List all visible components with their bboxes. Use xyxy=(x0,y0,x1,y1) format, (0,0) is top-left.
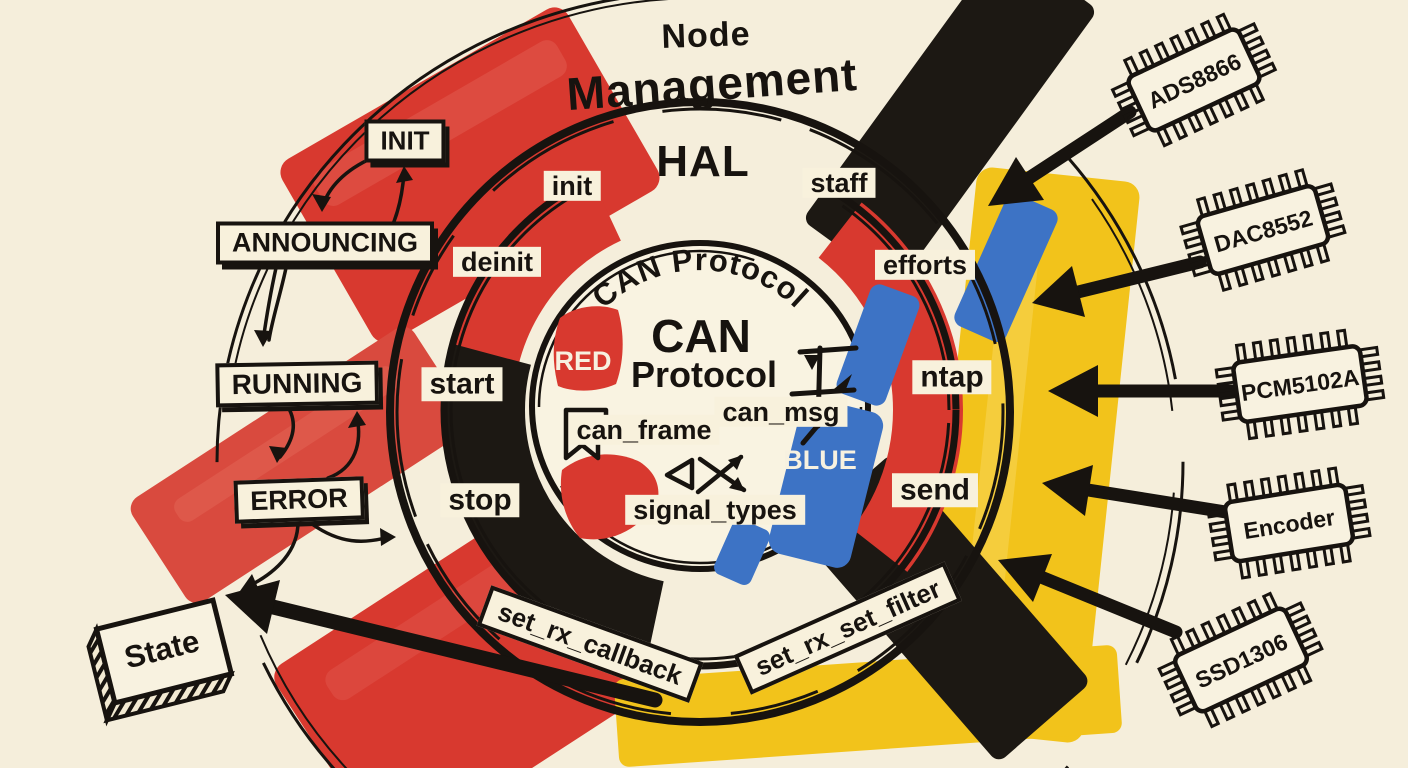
hal-fn-send: send xyxy=(891,473,979,507)
arrow-dac8552 xyxy=(1071,255,1207,299)
can-msg-label: can_msg xyxy=(714,396,848,428)
blue-signal-label: BLUE xyxy=(783,444,857,475)
hal-fn-stop: stop xyxy=(440,483,520,517)
state-running-box: RUNNING xyxy=(215,360,379,408)
hal-fn-staff: staff xyxy=(802,167,876,199)
red-ring-arc-right xyxy=(437,147,963,673)
hal-fn-ntap: ntap xyxy=(912,360,992,394)
state-init-box: INIT xyxy=(364,119,446,163)
protocol-center-line1: CAN xyxy=(651,309,751,362)
outer-sketch-circle xyxy=(215,0,1185,768)
hal-ring-label: HAL xyxy=(656,137,750,186)
arrow-to-state xyxy=(265,599,663,708)
state-box-shape xyxy=(86,597,235,727)
black-patch-top-right xyxy=(805,0,1095,285)
blue-stroke-lower xyxy=(768,398,884,568)
red-blob-upper xyxy=(553,306,623,391)
arrow-ads8866 xyxy=(1019,105,1137,187)
state-error-box: ERROR xyxy=(233,476,365,524)
hal-fn-deinit: deinit xyxy=(453,246,541,278)
red-signal-label: RED xyxy=(554,345,612,376)
hal-fn-start: start xyxy=(421,367,503,401)
chip-dac8552: DAC8552 xyxy=(1179,167,1347,293)
chip-pcm5102a: PCM5102A xyxy=(1214,328,1386,441)
chip-encoder: Encoder xyxy=(1206,466,1372,580)
title-line1: Node xyxy=(660,14,752,57)
chips: ADS8866 DAC8552 PCM5102A xyxy=(1110,12,1386,729)
signal-types-arrows-icon xyxy=(664,454,747,495)
black-ring-arc-bottom-left xyxy=(445,155,955,665)
signal-types-label: signal_types xyxy=(625,494,805,526)
can-frame-label: can_frame xyxy=(568,414,720,446)
state-announcing-box: ANNOUNCING xyxy=(216,221,434,265)
hal-fn-init: init xyxy=(543,170,601,202)
blue-stroke-upper xyxy=(836,284,920,406)
blue-patch-top-right xyxy=(954,194,1058,342)
ring-color-arcs xyxy=(437,147,963,673)
chip-ads8866: ADS8866 xyxy=(1110,12,1278,148)
arrow-ssd1306 xyxy=(1034,570,1183,639)
chip-ssd1306: SSD1306 xyxy=(1157,591,1324,729)
blue-stroke-tail xyxy=(714,519,770,585)
hal-fn-efforts: efforts xyxy=(874,249,976,281)
protocol-center-line2: Protocol xyxy=(630,354,778,396)
